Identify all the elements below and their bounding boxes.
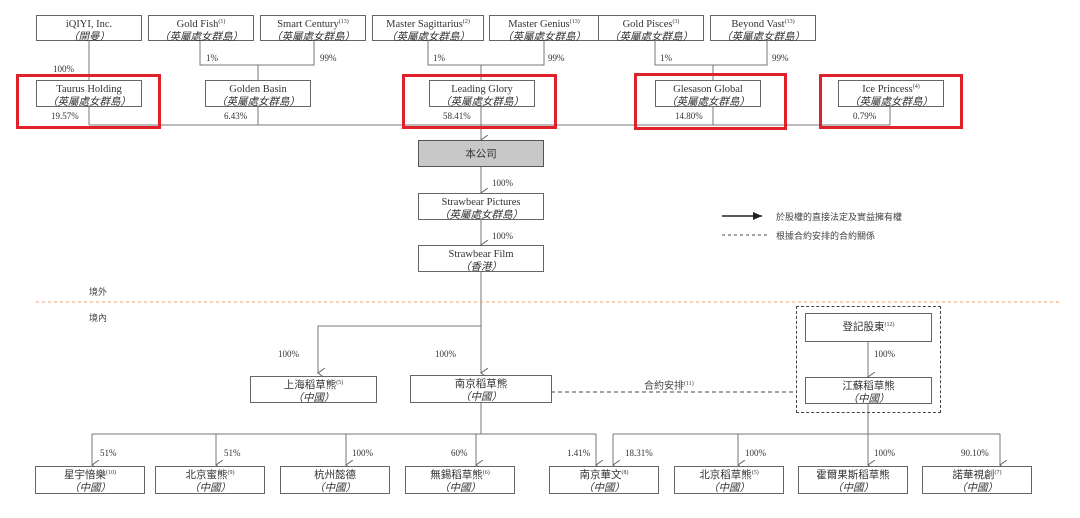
pct-xingyu: 51% [100,448,117,458]
entity-master-genius: Master Genius(13) （英屬處女群島） [489,15,599,43]
line-sagittarius-genius [427,40,545,66]
vie-structure-group [796,306,941,413]
entity-beijing-mixiong: 北京蜜熊(9) （中國） [155,466,265,494]
entity-nanjing-daocaoxiong: 南京稻草熊 （中國） [410,375,552,403]
pct-nanjing-huawen-from-nanjing: 1.41% [567,448,591,458]
entity-smart-century: Smart Century(13) （英屬處女群島） [260,15,366,43]
pct-ice-company: 0.79% [853,111,877,121]
pct-smart-basin: 99% [320,53,337,63]
highlight-leading-glory [402,74,557,129]
legend-dashed-label: 根據合約安排的合約關係 [776,231,876,241]
pct-pictures-film: 100% [492,231,513,241]
entity-wuxi: 無錫稻草熊(6) （中國） [405,466,515,494]
pct-wuxi: 60% [451,448,468,458]
entity-shanghai-daocaoxiong: 上海稻草熊(5) （中國） [250,376,377,404]
entity-company: 本公司 [418,140,544,167]
pct-company-pictures: 100% [492,178,513,188]
entity-hangzhou: 杭州懿德 （中國） [280,466,390,494]
pct-hangzhou: 100% [352,448,373,458]
pct-basin-company: 6.43% [224,111,248,121]
label-onshore: 境內 [89,313,108,323]
entity-horgos: 霍爾果斯稻草熊 （中國） [798,466,908,494]
pct-beijing-daocaoxiong: 100% [745,448,766,458]
pct-iqiyi-taurus: 100% [53,64,74,74]
label-offshore: 境外 [89,287,108,297]
pct-nanjing-huawen-from-jiangsu: 18.31% [625,448,653,458]
line-goldfish-smart [199,40,315,66]
line-film-shanghai [318,325,481,373]
pct-nuohua: 90.10% [961,448,989,458]
label-contractual-arrangement: 合約安排(11) [644,381,694,392]
pct-genius-glory: 99% [548,53,565,63]
entity-golden-basin: Golden Basin （英屬處女群島） [205,80,311,108]
legend-solid-label: 於股權的直接法定及實益擁有權 [776,212,903,222]
pct-film-nanjing: 100% [435,349,456,359]
pct-horgos: 100% [874,448,895,458]
entity-iqiyi: iQIYI, Inc. （開曼） [36,15,142,43]
entity-ice-princess: Ice Princess(4) （英屬處女群島） [838,80,944,108]
entity-jiangsu-daocaoxiong: 江蘇稻草熊 （中國） [805,377,932,405]
pct-holders-jiangsu: 100% [874,349,895,359]
entity-beijing-daocaoxiong: 北京稻草熊(5) （中國） [674,466,784,494]
entity-gold-pisces: Gold Pisces(3) （英屬處女群島） [598,15,704,43]
pct-beijing-mixiong: 51% [224,448,241,458]
pct-glesason-company: 14.80% [675,111,703,121]
highlight-glesason [634,73,787,130]
entity-strawbear-pictures: Strawbear Pictures （英屬處女群島） [418,193,544,221]
entity-master-sagittarius: Master Sagittarius(2) （英屬處女群島） [372,15,484,43]
highlight-ice-princess [819,74,963,129]
entity-glesason-global: Glesason Global （英屬處女群島） [655,80,761,108]
pct-goldfish-basin: 1% [206,53,218,63]
pct-vast-glesason: 99% [772,53,789,63]
entity-taurus-holding: Taurus Holding （英屬處女群島） [36,80,142,108]
pct-sagittarius-glory: 1% [433,53,445,63]
entity-registered-holders: 登記股東(12) [805,313,932,342]
entity-leading-glory: Leading Glory （英屬處女群島） [429,80,535,108]
entity-xingyu: 星宇愔樂(10) （中國） [35,466,145,494]
entity-beyond-vast: Beyond Vast(13) （英屬處女群島） [710,15,816,43]
highlight-taurus [16,74,161,129]
entity-nanjing-huawen: 南京華文(8) （中國） [549,466,659,494]
entity-gold-fish: Gold Fish(1) （英屬處女群島） [148,15,254,43]
entity-strawbear-film: Strawbear Film （香港） [418,245,544,273]
pct-taurus-company: 19.57% [51,111,79,121]
pct-pisces-glesason: 1% [660,53,672,63]
entity-nuohua: 諾華視創(7) （中國） [922,466,1032,494]
line-pisces-vast [654,40,768,66]
pct-film-shanghai: 100% [278,349,299,359]
pct-glory-company: 58.41% [443,111,471,121]
